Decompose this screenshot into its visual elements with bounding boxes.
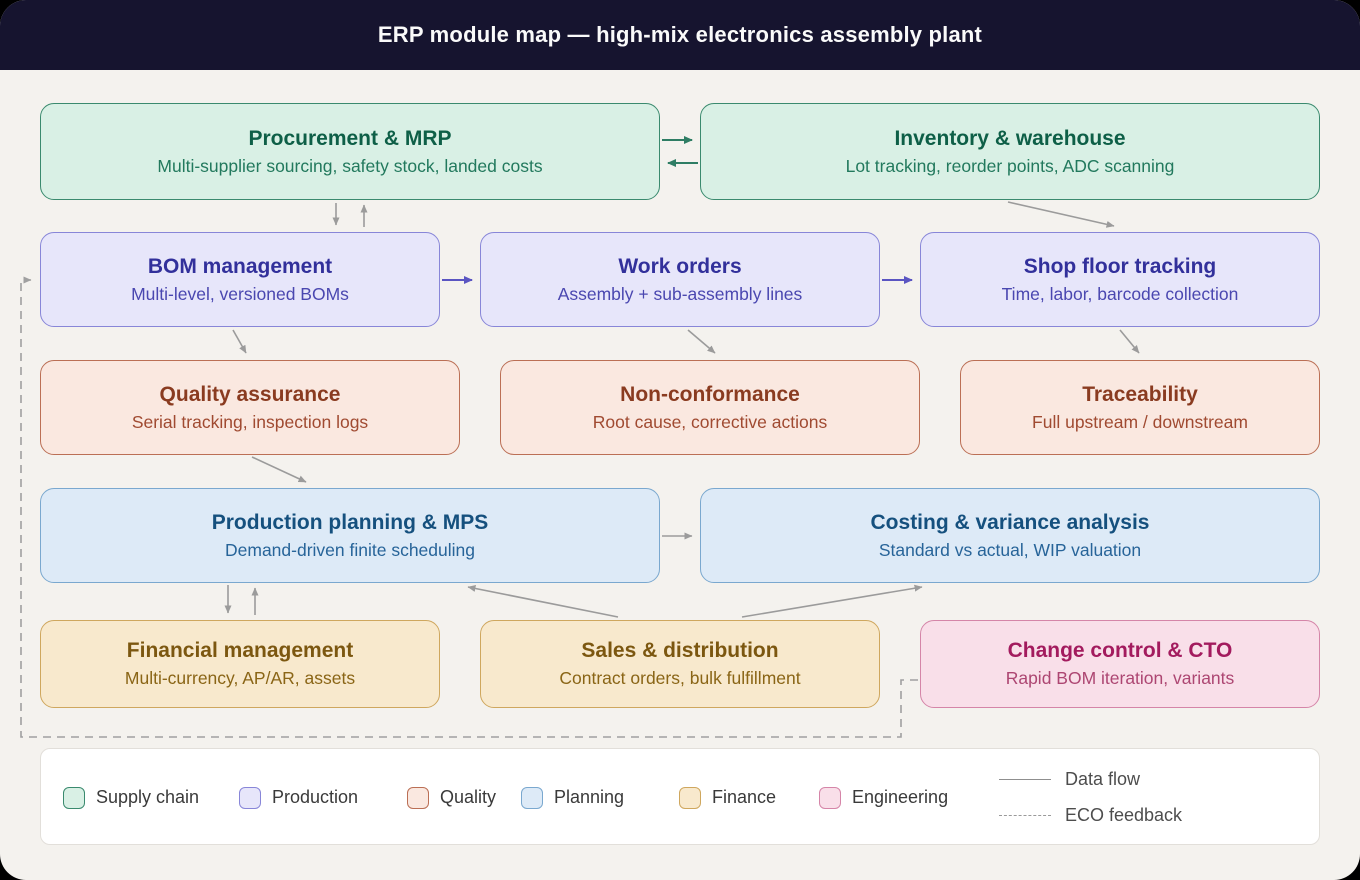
node-title: Production planning & MPS — [211, 510, 489, 534]
legend-label: Production — [272, 787, 359, 807]
title-bar: ERP module map — high-mix electronics as… — [0, 0, 1360, 70]
node-subtitle: Multi-level, versioned BOMs — [131, 283, 349, 304]
legend-item-supply-chain: Supply chain — [63, 749, 199, 846]
node-traceability: Traceability Full upstream / downstream — [960, 360, 1320, 455]
node-shop-floor-tracking: Shop floor tracking Time, labor, barcode… — [920, 232, 1320, 327]
legend-item-planning: Planning — [521, 749, 624, 846]
node-title: Change control & CTO — [1007, 639, 1233, 663]
legend-label: Supply chain — [96, 787, 200, 807]
finance-swatch-icon — [679, 786, 701, 809]
node-work-orders: Work orders Assembly + sub-assembly line… — [480, 232, 880, 327]
node-quality-assurance: Quality assurance Serial tracking, inspe… — [40, 360, 460, 455]
node-production-planning-mps: Production planning & MPS Demand-driven … — [40, 488, 660, 583]
legend-item-engineering: Engineering — [819, 749, 948, 846]
node-title: Inventory & warehouse — [894, 126, 1126, 150]
page-title: ERP module map — high-mix electronics as… — [377, 22, 983, 47]
arrow-workorders-to-ncr — [687, 329, 716, 354]
node-title: Non-conformance — [620, 382, 800, 406]
supply-chain-swatch-icon — [63, 786, 85, 809]
legend-panel: Supply chain Production Quality Planning… — [40, 748, 1320, 845]
node-financial-management: Financial management Multi-currency, AP/… — [40, 620, 440, 708]
dashed-line-icon — [999, 814, 1051, 816]
node-title: Procurement & MRP — [248, 126, 452, 150]
node-change-control-cto: Change control & CTO Rapid BOM iteration… — [920, 620, 1320, 708]
legend-label: Engineering — [852, 787, 949, 807]
quality-swatch-icon — [407, 786, 429, 809]
node-title: Shop floor tracking — [1023, 254, 1217, 278]
node-title: Quality assurance — [159, 382, 341, 406]
arrow-shopfloor-to-trace — [1119, 329, 1140, 354]
node-subtitle: Standard vs actual, WIP valuation — [878, 539, 1142, 560]
node-procurement-mrp: Procurement & MRP Multi-supplier sourcin… — [40, 103, 660, 200]
arrow-inventory-to-shopfloor — [1007, 201, 1115, 228]
node-title: Traceability — [1082, 382, 1198, 406]
node-title: Work orders — [618, 254, 742, 278]
node-non-conformance: Non-conformance Root cause, corrective a… — [500, 360, 920, 455]
node-subtitle: Root cause, corrective actions — [592, 411, 828, 432]
arrow-sales-to-costing — [741, 584, 923, 618]
legend-item-production: Production — [239, 749, 358, 846]
legend-label: Quality — [440, 787, 497, 807]
legend-label: Data flow — [1065, 768, 1141, 789]
arrow-qa-to-planning — [251, 456, 307, 483]
node-subtitle: Serial tracking, inspection logs — [131, 411, 369, 432]
node-subtitle: Rapid BOM iteration, variants — [1005, 668, 1235, 689]
production-swatch-icon — [239, 786, 261, 809]
node-title: Financial management — [126, 639, 354, 663]
legend-label: Finance — [712, 787, 777, 807]
node-subtitle: Assembly + sub-assembly lines — [557, 283, 803, 304]
legend-item-quality: Quality — [407, 749, 496, 846]
node-subtitle: Time, labor, barcode collection — [1001, 283, 1239, 304]
node-title: BOM management — [147, 254, 333, 278]
node-costing-variance: Costing & variance analysis Standard vs … — [700, 488, 1320, 583]
node-inventory-warehouse: Inventory & warehouse Lot tracking, reor… — [700, 103, 1320, 200]
node-subtitle: Lot tracking, reorder points, ADC scanni… — [845, 155, 1175, 176]
line-legend: Data flow ECO feedback — [999, 766, 1182, 828]
legend-item-finance: Finance — [679, 749, 776, 846]
node-title: Costing & variance analysis — [870, 510, 1150, 534]
legend-item-eco-feedback: ECO feedback — [999, 802, 1182, 828]
node-subtitle: Multi-supplier sourcing, safety stock, l… — [157, 155, 543, 176]
legend-label: Planning — [554, 787, 625, 807]
node-subtitle: Demand-driven finite scheduling — [225, 539, 475, 560]
node-title: Sales & distribution — [581, 639, 779, 663]
node-subtitle: Multi-currency, AP/AR, assets — [124, 668, 356, 689]
node-subtitle: Full upstream / downstream — [1032, 411, 1248, 432]
node-bom-management: BOM management Multi-level, versioned BO… — [40, 232, 440, 327]
solid-line-icon — [999, 778, 1051, 780]
node-subtitle: Contract orders, bulk fulfillment — [559, 668, 801, 689]
engineering-swatch-icon — [819, 786, 841, 809]
planning-swatch-icon — [521, 786, 543, 809]
legend-item-data-flow: Data flow — [999, 766, 1182, 792]
node-sales-distribution: Sales & distribution Contract orders, bu… — [480, 620, 880, 708]
arrow-bom-to-qa — [232, 329, 247, 354]
arrow-sales-to-planning — [467, 585, 619, 618]
legend-label: ECO feedback — [1065, 804, 1183, 825]
